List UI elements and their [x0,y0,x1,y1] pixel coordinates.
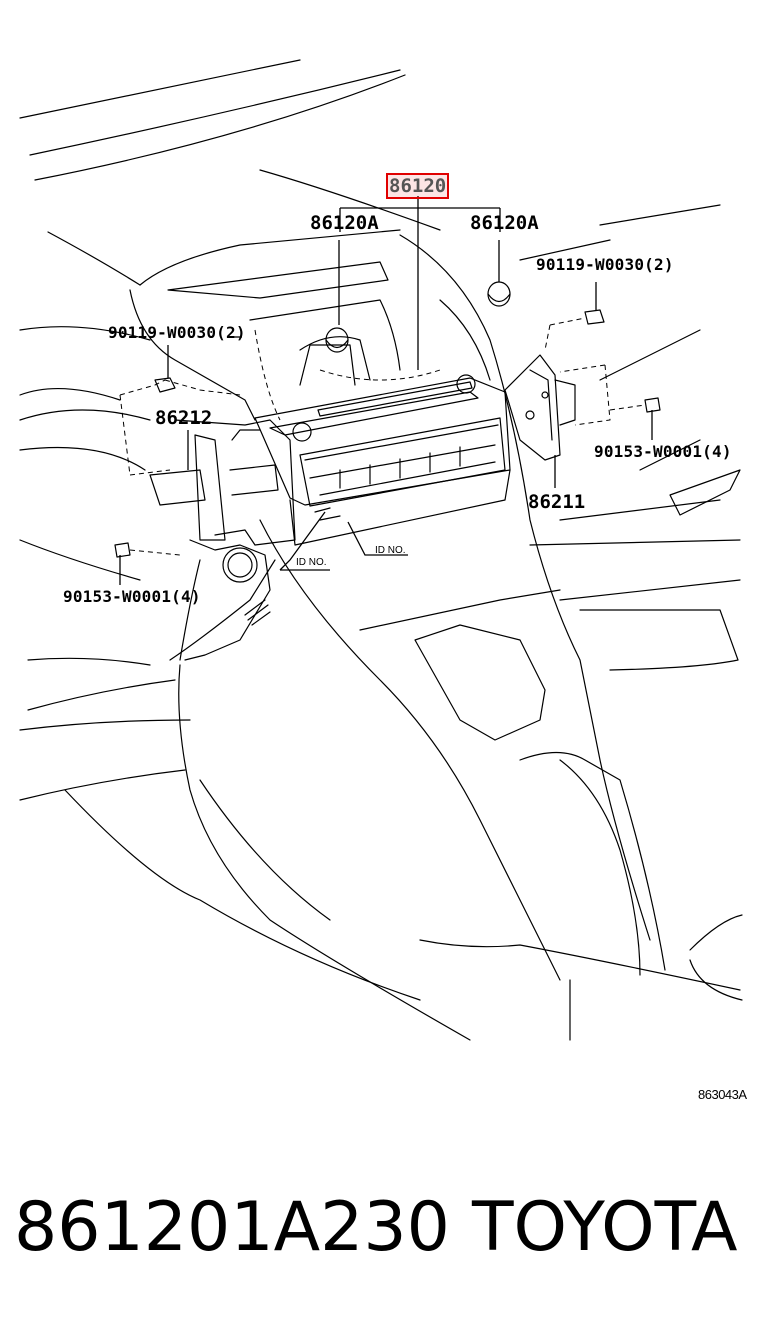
callout-screw-top-left: 90119-W0030(2) [108,323,246,342]
screw-shapes [114,309,661,558]
highlighted-part-number[interactable]: 86120 [385,173,450,199]
right-dashboard-lines [529,329,741,671]
callout-bracket-left: 86212 [155,407,213,429]
callout-main-part[interactable]: 86120 [385,173,450,199]
center-stack-outline [129,234,743,1041]
knob-shapes [325,281,511,353]
left-dashboard-lines [19,326,421,1001]
audio-head-unit [254,344,511,546]
diagram-reference-code: 863043A [698,1087,747,1102]
id-no-right-label: ID NO. [375,545,406,556]
footer-caption: 861201A230 TOYOTA [0,1188,760,1278]
right-bracket [504,354,576,461]
brand-name: TOYOTA [472,1188,738,1267]
exploded-diagram [19,59,743,1041]
part-number: 861201A230 [14,1188,450,1267]
callout-bracket-right: 86211 [528,491,586,513]
callout-knob-right: 86120A [470,212,539,234]
dashboard-top-lines [19,59,721,299]
callout-bolt-right: 90153-W0001(4) [594,442,732,461]
left-bracket [149,419,296,661]
callout-screw-top-right: 90119-W0030(2) [536,255,674,274]
id-no-left-label: ID NO. [296,557,327,568]
preset-buttons [339,446,461,489]
callout-bolt-left: 90153-W0001(4) [63,587,201,606]
callout-knob-left: 86120A [310,212,379,234]
